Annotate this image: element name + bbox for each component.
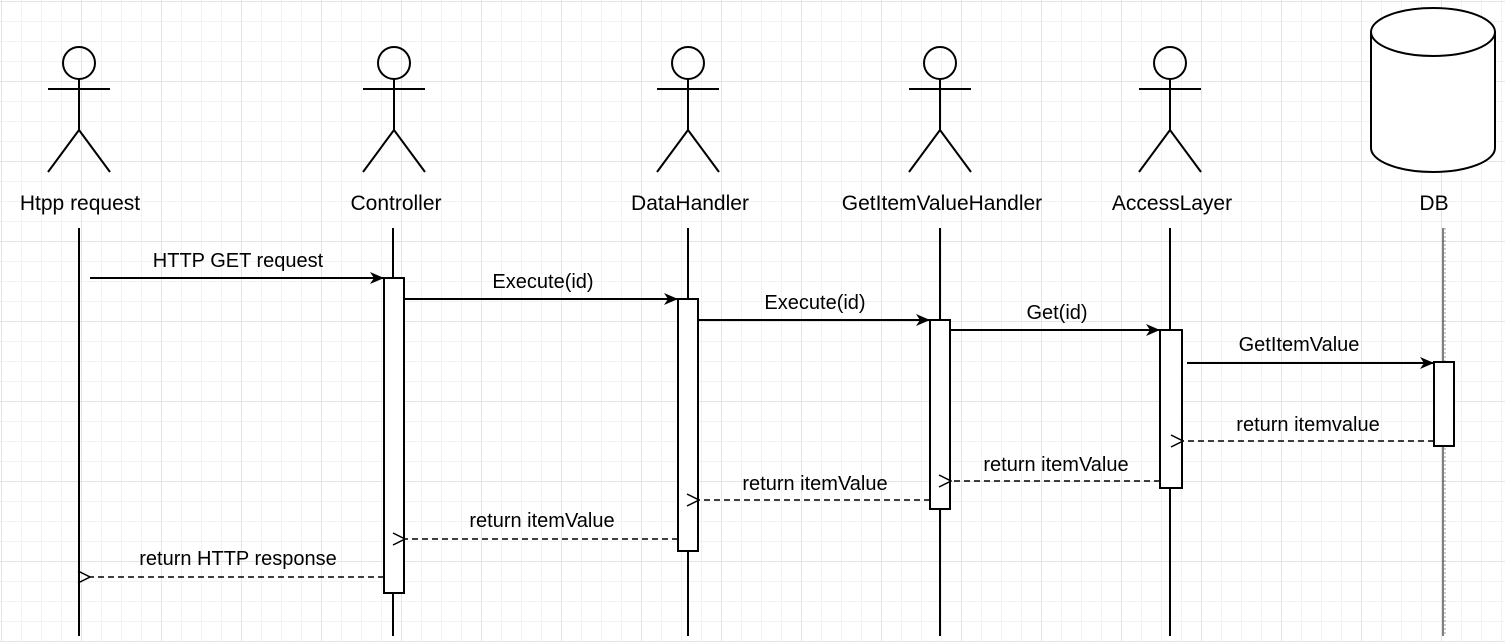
sync-messages: HTTP GET request Execute(id) Execute(id)… (90, 250, 1434, 369)
actor-controller-figure (362, 46, 426, 173)
activation-bars (383, 277, 1455, 594)
return-label-controller-http: return HTTP response (139, 548, 337, 570)
participant-label-datahandler: DataHandler (631, 192, 749, 215)
participant-label-http: Htpp request (20, 192, 140, 215)
message-label-get: Get(id) (1026, 302, 1087, 324)
actor-access-figure (1138, 46, 1202, 173)
participant-label-controller: Controller (350, 192, 441, 215)
message-label-execute-1: Execute(id) (492, 271, 593, 293)
return-messages: return itemvalue return itemValue return… (90, 414, 1434, 577)
activation-controller (383, 277, 405, 594)
database-cylinder-icon (1370, 7, 1496, 173)
participant-labels: Htpp request Controller DataHandler GetI… (20, 192, 1449, 215)
activation-getitem (929, 319, 951, 510)
activation-access (1159, 329, 1183, 489)
return-label-getitem-datahandler: return itemValue (742, 473, 887, 495)
message-label-http-get: HTTP GET request (153, 250, 324, 272)
actor-getitem-figure (908, 46, 972, 173)
actor-http-figure (47, 46, 111, 173)
message-label-execute-2: Execute(id) (764, 292, 865, 314)
activation-datahandler (677, 298, 699, 552)
return-label-access-getitem: return itemValue (983, 454, 1128, 476)
participant-label-access: AccessLayer (1112, 192, 1232, 215)
participant-label-db: DB (1419, 192, 1448, 215)
participant-label-getitem: GetItemValueHandler (842, 192, 1042, 215)
activation-db (1433, 361, 1455, 447)
actor-datahandler-figure (656, 46, 720, 173)
return-label-datahandler-controller: return itemValue (469, 510, 614, 532)
return-label-db-access: return itemvalue (1236, 414, 1379, 436)
message-label-getitemvalue: GetItemValue (1239, 334, 1360, 356)
